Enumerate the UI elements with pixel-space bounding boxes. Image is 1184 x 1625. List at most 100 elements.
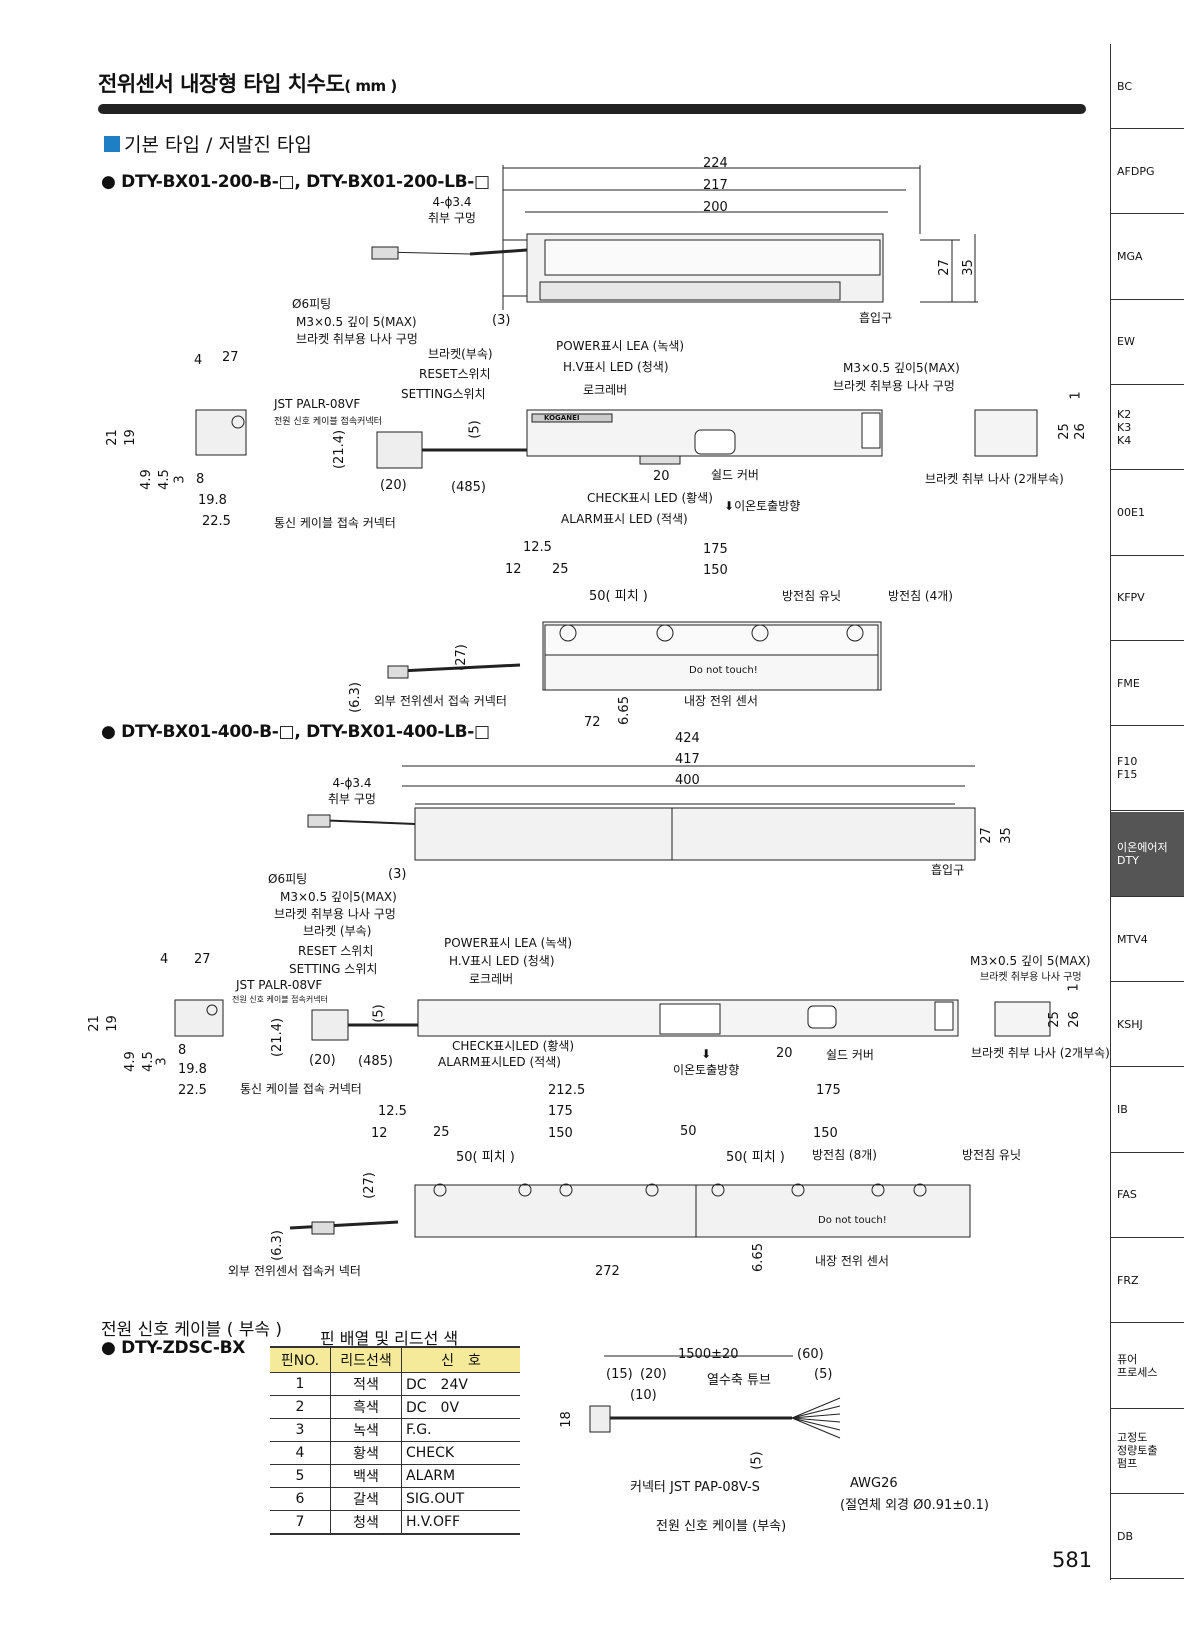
power-cable-connector-label: 전원 신호 케이블 접속커넥터 <box>274 417 382 427</box>
dim-485-400: (485) <box>358 1054 393 1069</box>
sidebar-tab[interactable]: F10 F15 <box>1111 726 1184 812</box>
signal-cell: H.V.OFF <box>401 1510 520 1535</box>
dim-20: (20) <box>380 478 407 493</box>
shield-cover-label-400: 쉴드 커버 <box>826 1048 874 1062</box>
dim-6-3: (6.3) <box>347 682 363 713</box>
sidebar-tab[interactable]: 고정도 정량토출 펌프 <box>1111 1409 1184 1494</box>
dim-1: 1 <box>1068 391 1084 400</box>
sidebar-tab[interactable]: DB <box>1111 1494 1184 1580</box>
dim-4-5: 4.5 <box>156 469 172 490</box>
signal-header: 신 호 <box>401 1346 520 1373</box>
bracket-label: 브라켓(부속) <box>428 347 493 361</box>
sidebar-tab[interactable]: MTV4 <box>1111 897 1184 982</box>
intake-label: 흡입구 <box>859 311 893 325</box>
sidebar-tab[interactable]: 00E1 <box>1111 471 1184 556</box>
dim-21-4: (21.4) <box>332 429 348 470</box>
dim-60: (60) <box>797 1347 824 1362</box>
bracket-hole-label-400: 브라켓 취부용 나사 구멍 <box>274 907 396 921</box>
sidebar-tab[interactable]: FAS <box>1111 1153 1184 1238</box>
power-cable-connector-label-400: 전원 신호 케이블 접속커넥터 <box>232 995 328 1004</box>
dim-27-paren: (27) <box>453 644 469 671</box>
section-subtitle: 기본 타입 / 저발진 타입 <box>104 130 312 157</box>
dim-4-9-400: 4.9 <box>122 1051 138 1072</box>
cable-model: ● DTY-ZDSC-BX <box>101 1338 246 1358</box>
dim-20-400: (20) <box>309 1053 336 1068</box>
dim-22-5: 22.5 <box>202 514 231 529</box>
sidebar-tab[interactable]: AFDPG <box>1111 129 1184 215</box>
dim-150-400: 150 <box>548 1126 573 1141</box>
do-not-touch-label: Do not touch! <box>689 665 758 676</box>
sidebar-tab[interactable]: FME <box>1111 641 1184 727</box>
dim-485: (485) <box>451 480 486 495</box>
signal-cell: ALARM <box>401 1464 520 1488</box>
m3-right-label-400: M3×0.5 깊이 5(MAX) <box>970 954 1091 968</box>
fitting-label-400: Ø6피팅 <box>268 872 308 886</box>
sidebar-tab[interactable]: KFPV <box>1111 556 1184 641</box>
reset-switch-label: RESET스위치 <box>419 367 491 381</box>
connector-label: 커넥터 JST PAP-08V-S <box>630 1480 760 1495</box>
dim-6-65-400: 6.65 <box>750 1243 766 1272</box>
dim-4-400: 4 <box>160 952 169 967</box>
sensor-label: 내장 전위 센서 <box>684 694 758 708</box>
model-400-title: ● DTY-BX01-400-B-□, DTY-BX01-400-LB-□ <box>101 722 490 742</box>
sidebar-tab[interactable]: K2 K3 K4 <box>1111 385 1184 471</box>
dim-200: 200 <box>703 200 728 215</box>
sidebar-tab[interactable]: 퓨어 프로세스 <box>1111 1324 1184 1409</box>
dim-12-400: 12 <box>371 1126 388 1141</box>
sidebar-tab[interactable]: FRZ <box>1111 1238 1184 1324</box>
title-rule <box>98 104 1086 114</box>
dim-35: 35 <box>960 259 976 276</box>
dim-5b-cable: (5) <box>749 1451 765 1470</box>
sidebar-tab[interactable]: EW <box>1111 300 1184 385</box>
m3-label: M3×0.5 깊이 5(MAX) <box>296 315 417 329</box>
dim-26: 26 <box>1072 423 1088 440</box>
dim-20b-400: 20 <box>776 1046 793 1061</box>
dim-21-400: 21 <box>86 1015 102 1032</box>
dim-25-400: 25 <box>1046 1011 1062 1028</box>
hv-led-label: H.V표시 LED (청색) <box>563 360 669 374</box>
page-title: 전위센서 내장형 타입 치수도( mm ) <box>98 72 397 96</box>
bracket-label-400: 브라켓 (부속) <box>303 924 372 938</box>
dim-19-8-400: 19.8 <box>178 1062 207 1077</box>
pitch-label-400: 50( 피치 ) <box>456 1150 515 1165</box>
dim-12-5-400: 12.5 <box>378 1104 407 1119</box>
dim-10: (10) <box>630 1388 657 1403</box>
ion-direction-label: ⬇이온토출방향 <box>724 499 801 513</box>
check-led-label: CHECK표시 LED (황색) <box>587 491 713 505</box>
sidebar-tab[interactable]: MGA <box>1111 215 1184 300</box>
arrow-down-icon: ⬇ <box>701 1047 712 1061</box>
sidebar-tab[interactable]: KSHJ <box>1111 982 1184 1068</box>
setting-switch-label: SETTING스위치 <box>401 387 486 401</box>
dim-1500: 1500±20 <box>678 1347 739 1362</box>
sensor-label-400: 내장 전위 센서 <box>815 1254 889 1268</box>
signal-cell: F.G. <box>401 1418 520 1442</box>
pin-no-header: 핀NO. <box>270 1346 331 1373</box>
page-number: 581 <box>1052 1548 1093 1572</box>
dim-175: 175 <box>703 542 728 557</box>
dim-175a-400: 175 <box>816 1083 841 1098</box>
dim-22-5-400: 22.5 <box>178 1083 207 1098</box>
pin-no-cell: 1 <box>270 1372 331 1396</box>
sidebar-tab[interactable]: BC <box>1111 44 1184 129</box>
arrow-down-icon: ⬇ <box>724 499 735 513</box>
check-led-label-400: CHECK표시LED (황색) <box>452 1039 575 1053</box>
sidebar-tab[interactable]: IB <box>1111 1068 1184 1153</box>
pin-table-title: 핀 배열 및 리드선 색 <box>320 1329 459 1348</box>
sidebar-tab[interactable]: 이온에어저 DTY <box>1111 811 1184 897</box>
dim-150b-400: 150 <box>813 1126 838 1141</box>
needle-unit-label-400: 방전침 유닛 <box>962 1148 1022 1162</box>
bracket-hole-right-label-400: 브라켓 취부용 나사 구멍 <box>980 972 1082 983</box>
power-led-label-400: POWER표시 LEA (녹색) <box>444 936 573 950</box>
pin-no-cell: 3 <box>270 1418 331 1442</box>
comm-connector-label: 통신 케이블 접속 커넥터 <box>274 516 396 530</box>
dim-417: 417 <box>675 752 700 767</box>
wire-color-cell: 백색 <box>330 1464 402 1488</box>
dim-35-400: 35 <box>998 827 1014 844</box>
dim-272: 272 <box>595 1264 620 1279</box>
fitting-label: Ø6피팅 <box>292 297 332 311</box>
ion-direction-label-400: ⬇이온토출방향 <box>673 1047 740 1077</box>
